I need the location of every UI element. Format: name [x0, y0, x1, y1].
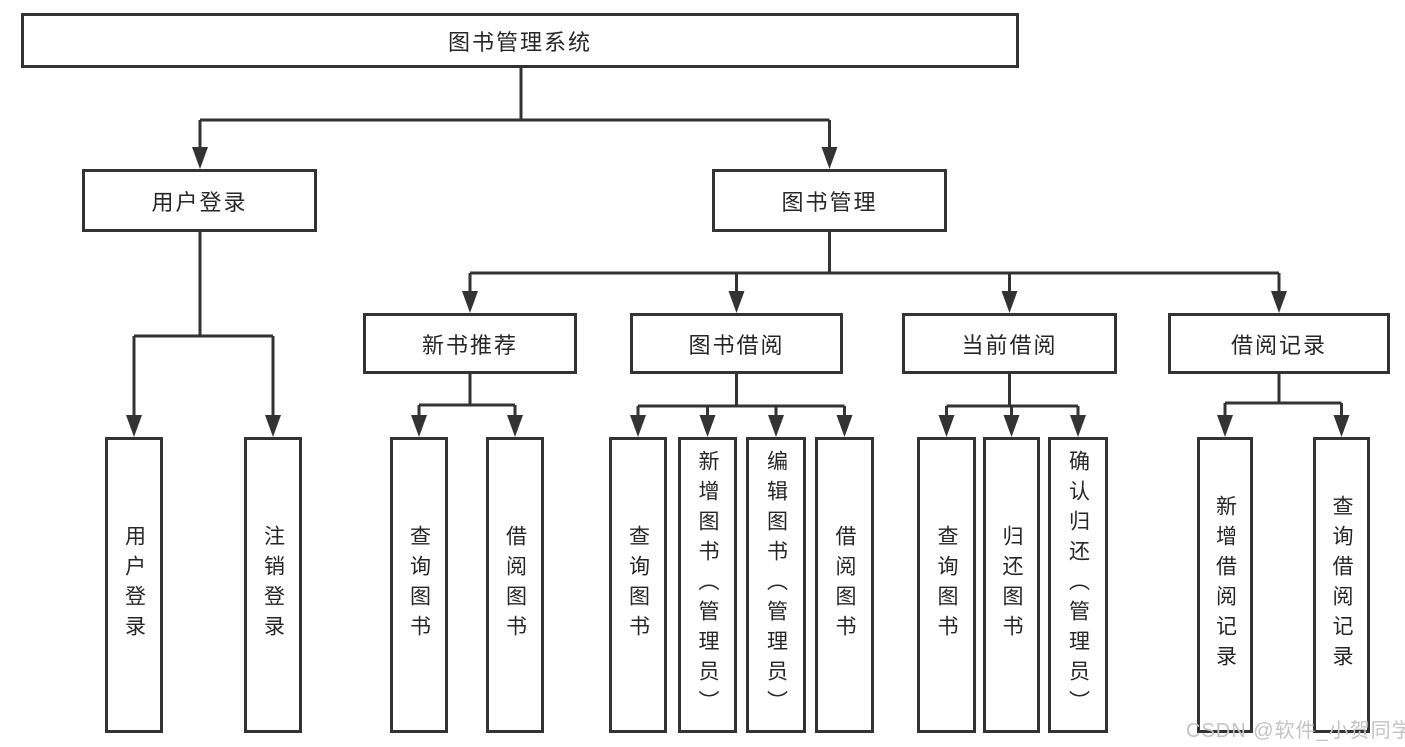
leaf-recommend-search-books: 查询图书 [390, 437, 448, 733]
node-borrowing-records: 借阅记录 [1168, 313, 1390, 374]
node-current-borrowing: 当前借阅 [902, 313, 1117, 374]
leaf-return-books: 归还图书 [983, 437, 1040, 733]
leaf-edit-books-admin: 编辑图书（管理员） [746, 437, 806, 733]
watermark: CSDN @软件_小贺同学 [1186, 720, 1405, 742]
node-root: 图书管理系统 [21, 13, 1019, 68]
node-book-management: 图书管理 [712, 169, 947, 232]
leaf-user-login: 用户登录 [105, 437, 163, 733]
node-new-book-recommendation: 新书推荐 [363, 313, 577, 374]
leaf-recommend-borrow-books: 借阅图书 [486, 437, 544, 733]
leaf-current-search-books: 查询图书 [917, 437, 976, 733]
leaf-add-borrow-record: 新增借阅记录 [1197, 437, 1253, 733]
leaf-borrow-search-books: 查询图书 [609, 437, 667, 733]
leaf-confirm-return-admin: 确认归还（管理员） [1048, 437, 1108, 733]
leaf-borrow-books: 借阅图书 [815, 437, 874, 733]
leaf-search-borrow-record: 查询借阅记录 [1313, 437, 1370, 733]
leaf-add-books-admin: 新增图书（管理员） [678, 437, 737, 733]
node-user-login: 用户登录 [82, 169, 317, 232]
node-book-borrowing: 图书借阅 [630, 313, 843, 374]
leaf-logout: 注销登录 [244, 437, 302, 733]
